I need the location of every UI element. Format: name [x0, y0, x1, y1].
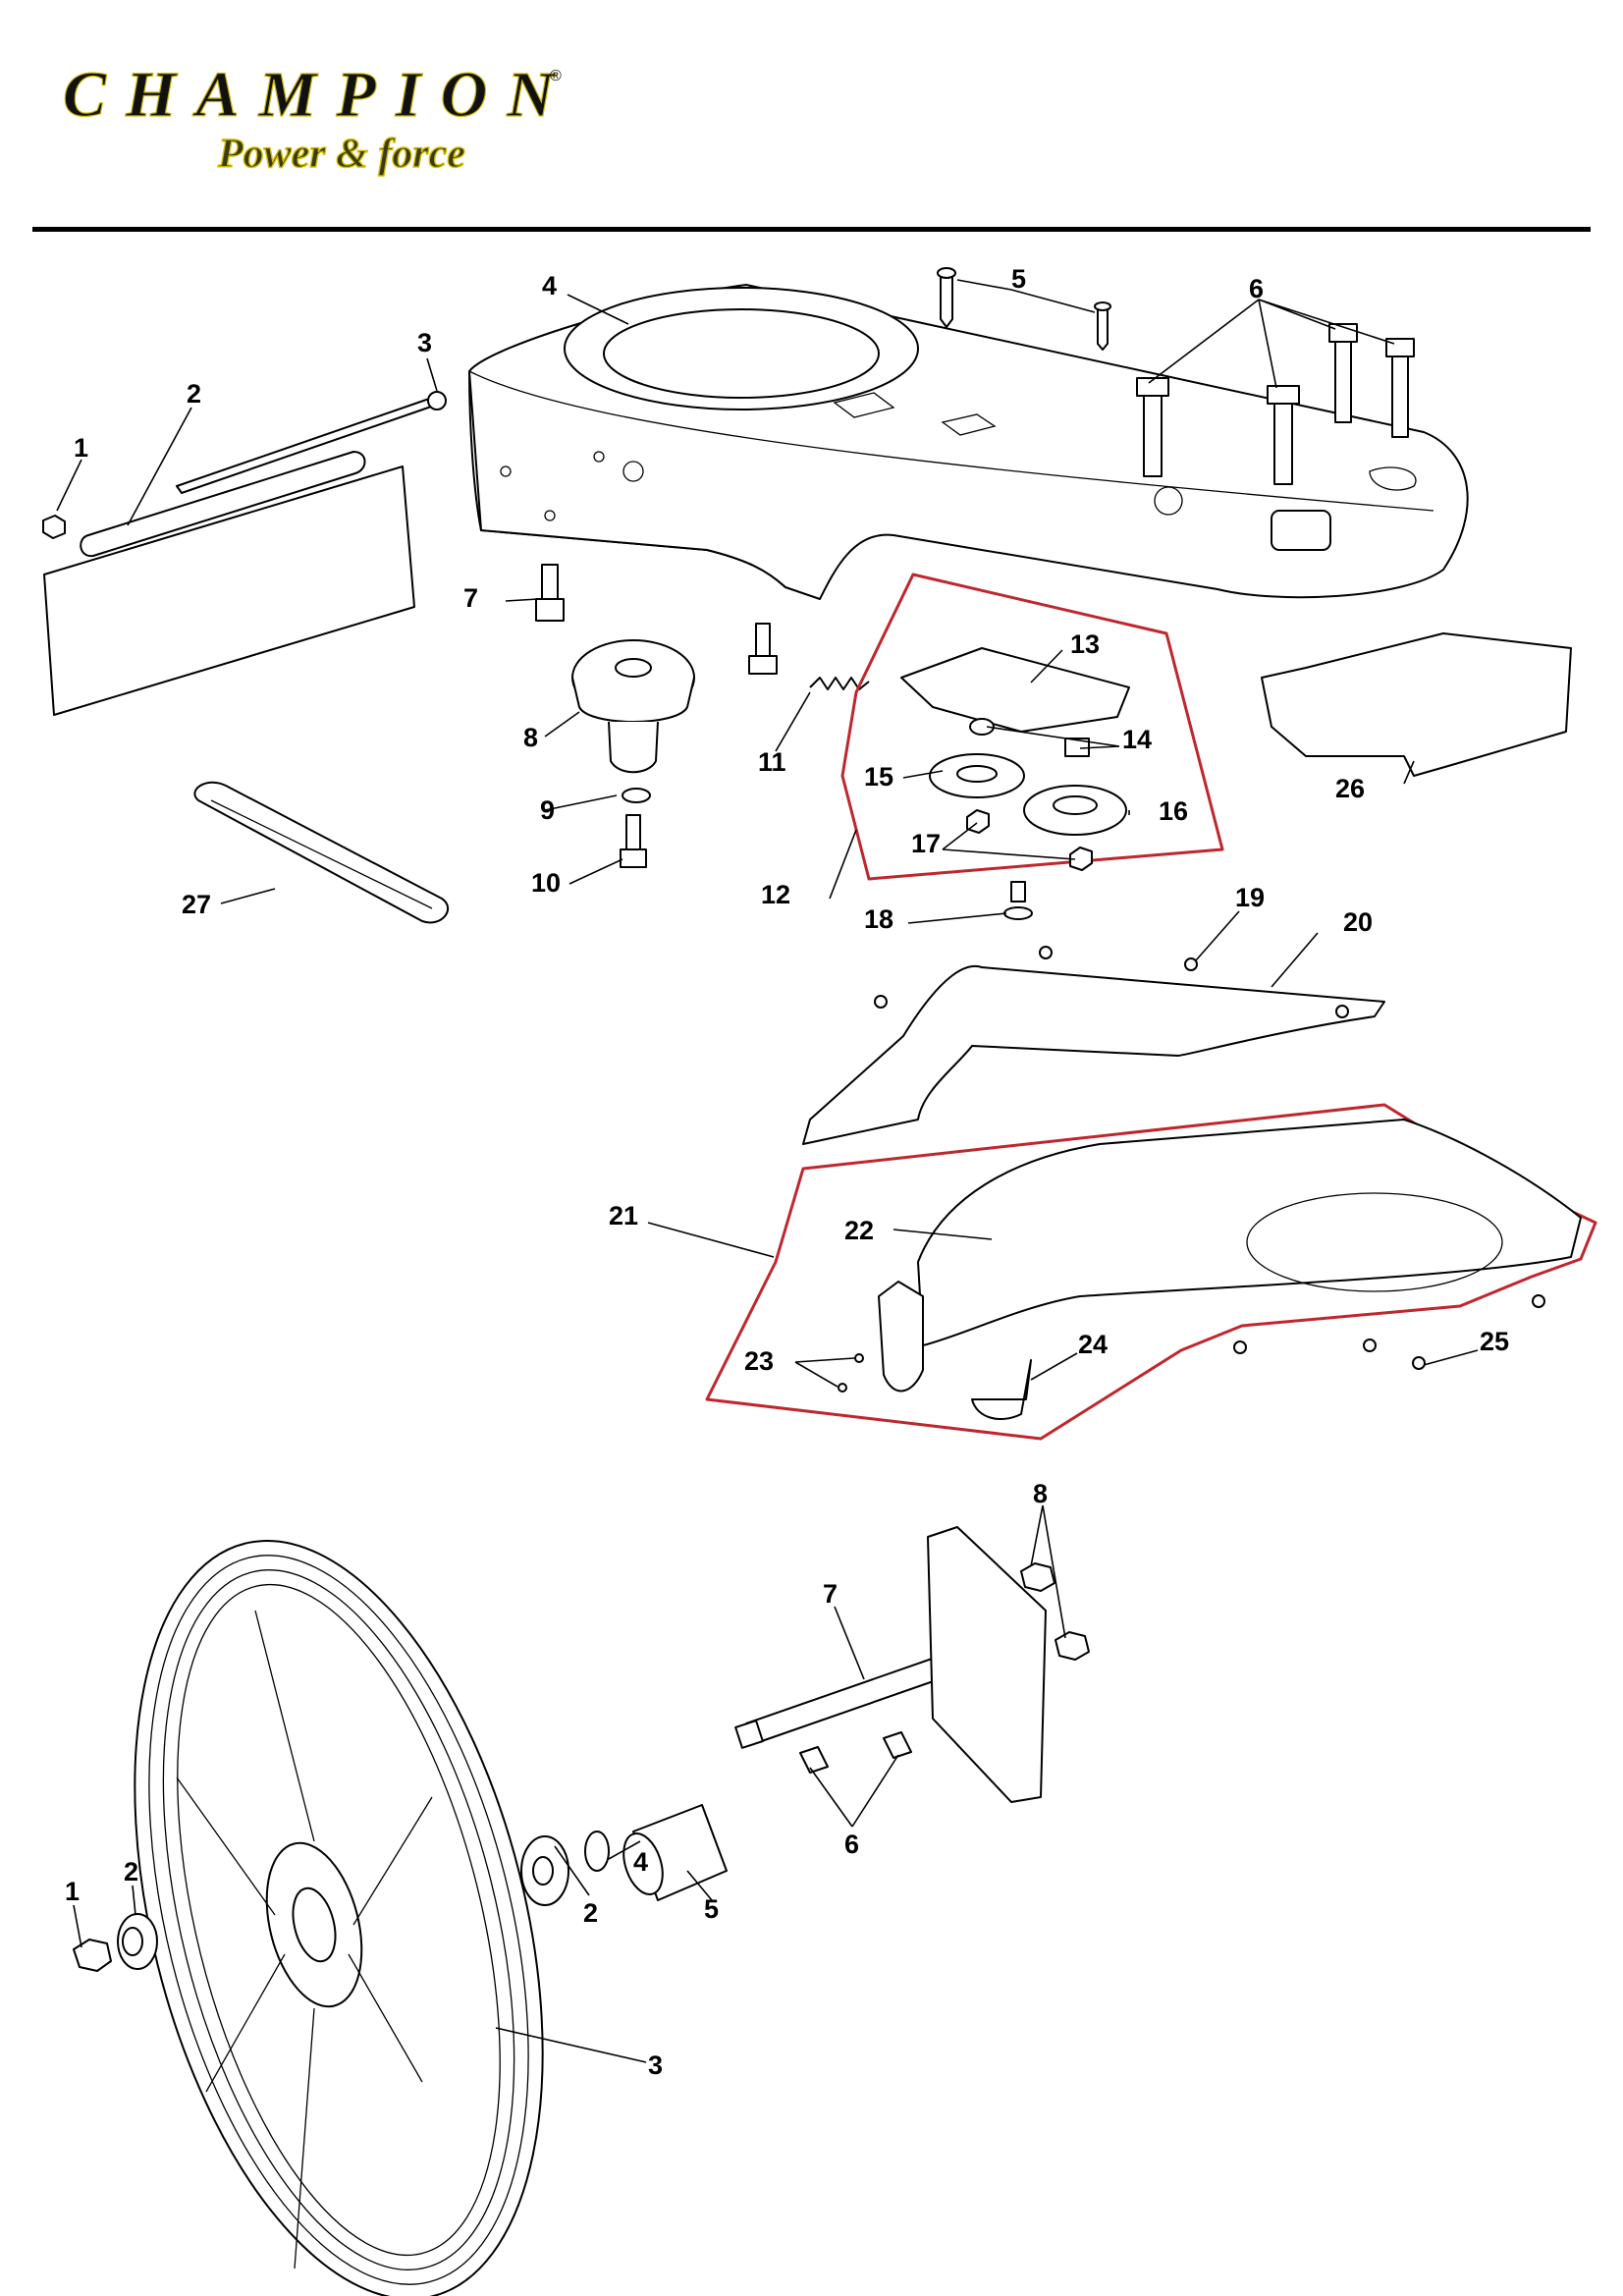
screw-19	[874, 946, 1349, 1018]
callout-12: 12	[761, 880, 790, 909]
callout-13: 13	[1070, 629, 1100, 659]
nut-8-wheel	[1020, 1562, 1090, 1661]
callout-14: 14	[1122, 725, 1152, 754]
cutter-deck-22	[878, 1119, 1582, 1420]
callout-3: 3	[417, 328, 432, 357]
wheel-callout-1: 1	[65, 1877, 80, 1906]
callout-15: 15	[864, 762, 893, 792]
wheel-callout-6: 6	[844, 1830, 859, 1859]
wheel-callout-5: 5	[704, 1894, 719, 1924]
bracket-26	[1261, 632, 1572, 777]
wheel-callout-8: 8	[1033, 1479, 1048, 1508]
axle-plate	[927, 1526, 1047, 1803]
callouts-upper: 1 2 3 4 5 6 7 8 9 10 11 12 13 14 15 16 1…	[74, 264, 1509, 1376]
callout-27: 27	[182, 890, 211, 919]
deflector-20	[802, 965, 1385, 1145]
pin-23	[838, 1353, 864, 1393]
callout-22: 22	[844, 1216, 874, 1245]
callout-6: 6	[1249, 274, 1264, 303]
washer-4	[584, 1831, 610, 1872]
callout-10: 10	[531, 868, 561, 898]
callout-4: 4	[542, 271, 557, 301]
callout-19: 19	[1235, 883, 1265, 912]
callout-18: 18	[864, 904, 893, 934]
bushing-2-inner	[520, 1835, 569, 1906]
bolt-6-wheel	[799, 1731, 912, 1774]
callout-17: 17	[911, 829, 941, 858]
brand-registered-mark: ®	[550, 68, 562, 84]
bolt-6	[1136, 323, 1415, 485]
wheel-callout-7: 7	[823, 1579, 838, 1609]
bolt-5	[937, 267, 1111, 351]
champion-logo: CHAMPION ® Power & force	[62, 58, 562, 177]
callouts-wheel: 1 2 2 3 4 5 6 7 8	[65, 1479, 1048, 2080]
pulley-assembly	[193, 564, 778, 924]
wheel-callout-3: 3	[648, 2050, 663, 2080]
callout-9: 9	[540, 795, 555, 825]
brand-name: CHAMPION	[63, 59, 556, 131]
callout-23: 23	[744, 1346, 774, 1376]
callout-8: 8	[523, 723, 538, 752]
callout-2: 2	[187, 379, 201, 409]
group-12-outline	[840, 573, 1224, 881]
housing-deck	[468, 284, 1469, 600]
callout-26: 26	[1335, 774, 1365, 803]
wheel-3	[134, 1539, 544, 2296]
callout-20: 20	[1343, 907, 1373, 937]
brand-tagline: Power & force	[217, 132, 465, 177]
callout-16: 16	[1159, 796, 1188, 826]
spacer-5	[622, 1804, 728, 1901]
wheel-callout-2-outer: 2	[124, 1857, 138, 1886]
nut-1-wheel	[73, 1939, 112, 1972]
tensioner-assembly	[900, 647, 1130, 920]
callout-7: 7	[463, 583, 478, 613]
callout-5: 5	[1011, 264, 1026, 294]
callout-21: 21	[609, 1201, 638, 1230]
rear-flap	[42, 391, 447, 716]
callout-11: 11	[758, 747, 786, 777]
bushing-2-outer	[117, 1913, 158, 1970]
leader-lines	[56, 279, 1479, 2063]
screw-25	[1233, 1294, 1545, 1370]
callout-25: 25	[1480, 1327, 1509, 1356]
header-divider	[32, 227, 1591, 232]
wheel-callout-2-inner: 2	[583, 1898, 598, 1928]
wheel-callout-4: 4	[633, 1847, 648, 1877]
callout-24: 24	[1078, 1330, 1108, 1359]
callout-1: 1	[74, 433, 88, 463]
